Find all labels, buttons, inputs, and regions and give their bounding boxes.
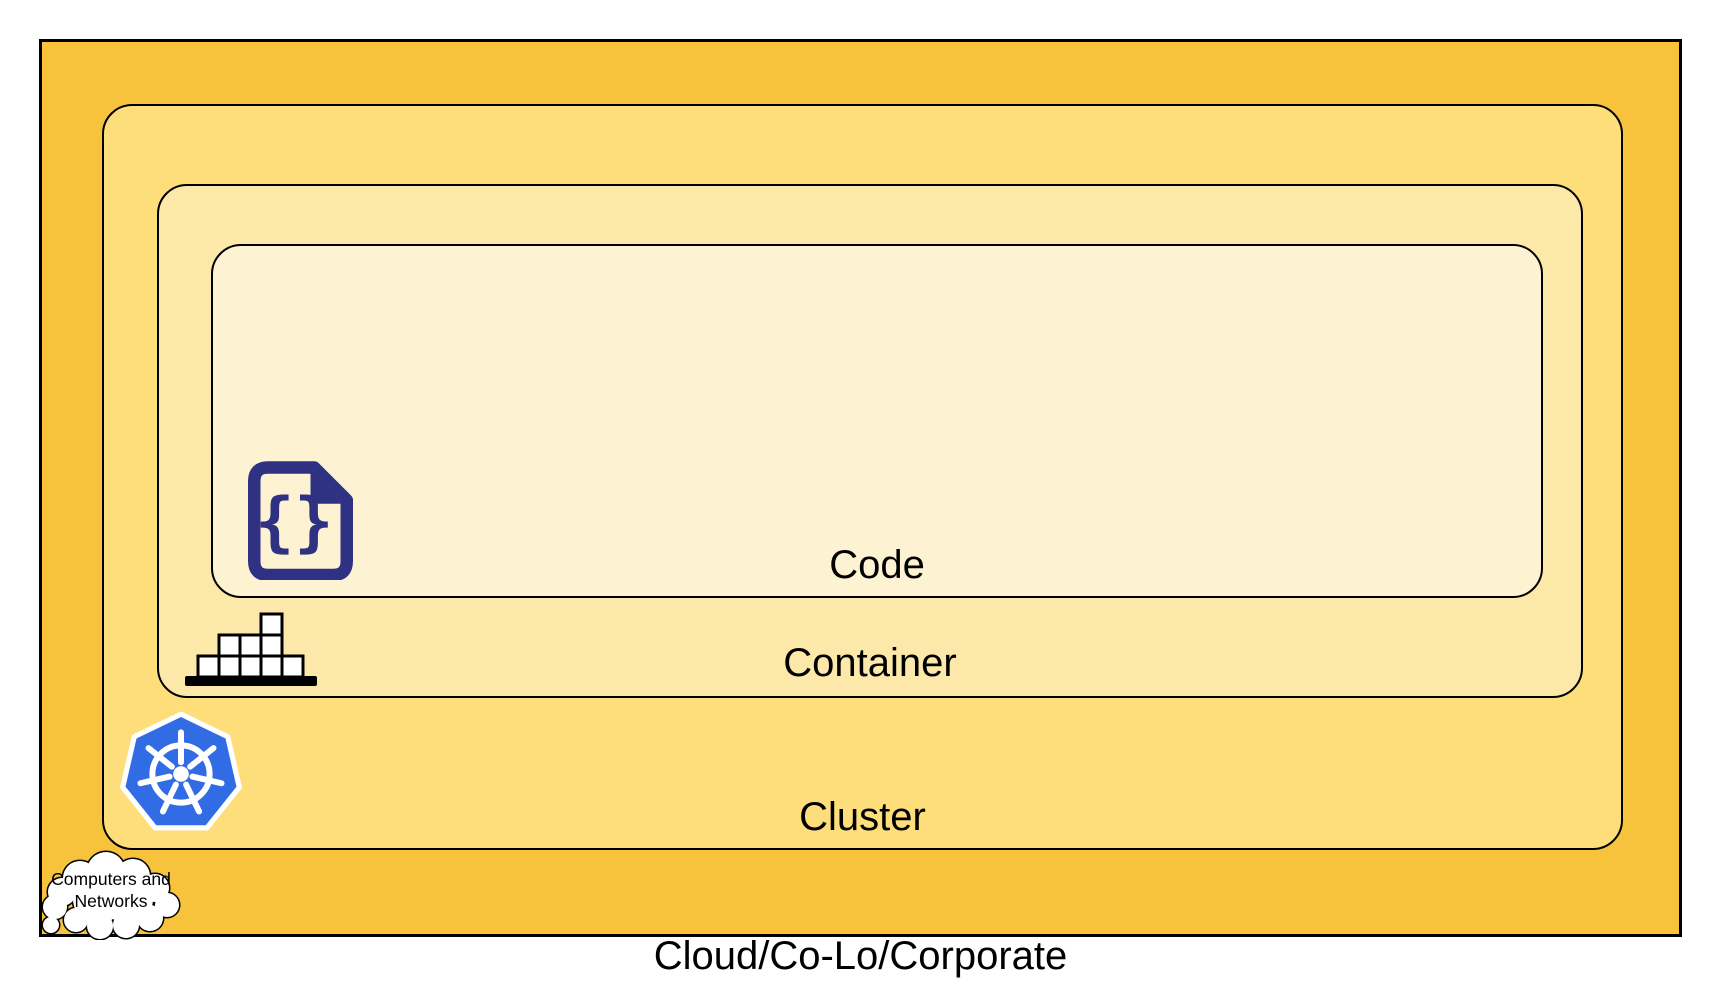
cloud-icon (41, 850, 181, 940)
cluster-label: Cluster (799, 795, 926, 839)
cloud-label-line1: Computers and (51, 869, 171, 889)
layer-code-box (211, 244, 1543, 598)
kubernetes-logo-icon (120, 711, 242, 831)
code-file-icon: {} (248, 461, 353, 580)
code-braces-glyph: {} (255, 485, 333, 560)
datacenter-label: Cloud/Co-Lo/Corporate Datacenter (39, 864, 1682, 992)
container-label: Container (783, 641, 957, 685)
container-blocks-icon (185, 612, 317, 686)
code-label: Code (829, 543, 925, 587)
cloud-label-line2: Networks (74, 891, 148, 911)
cloud-label: Computers and Networks (38, 868, 184, 912)
datacenter-label-line1: Cloud/Co-Lo/Corporate (653, 934, 1068, 978)
